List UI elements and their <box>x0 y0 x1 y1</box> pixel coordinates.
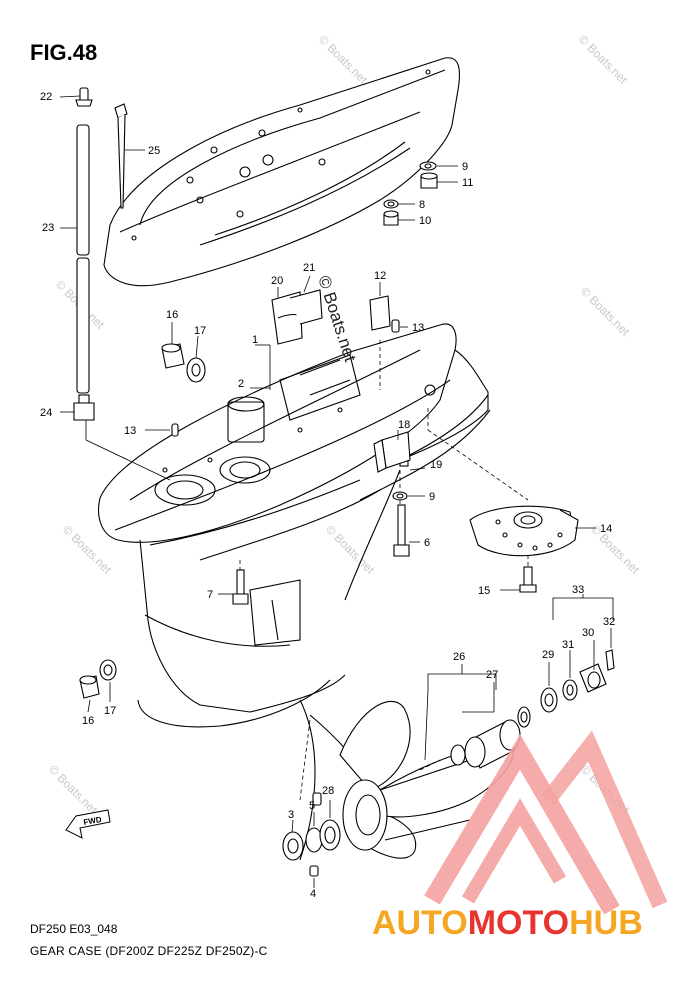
cavitation-plate <box>149 394 491 546</box>
brand-part-moto: MOTO <box>468 904 569 942</box>
figure-caption: GEAR CASE (DF200Z DF225Z DF250Z)-C <box>30 944 268 958</box>
callout-17b: 17 <box>104 705 116 717</box>
callout-21: 21 <box>303 262 315 274</box>
callout-6: 6 <box>424 537 430 549</box>
plug-and-gasket-lower <box>79 659 117 699</box>
watermark-text: © Boats.net <box>46 762 101 817</box>
gear-case-body <box>98 323 489 861</box>
callout-28: 28 <box>322 785 334 797</box>
callout-16b: 16 <box>82 715 94 727</box>
brand-part-auto: AUTO <box>372 904 468 942</box>
leader-lines <box>59 95 614 888</box>
prop-nut-washers <box>517 649 615 728</box>
callout-3: 3 <box>288 809 294 821</box>
brand-text: AUTOMOTOHUB <box>372 904 643 942</box>
callout-18: 18 <box>398 419 410 431</box>
callout-11: 11 <box>462 177 473 189</box>
callout-13: 13 <box>412 322 424 334</box>
anode-cover-plate <box>103 57 461 287</box>
watermark-text: © Boats.net <box>316 32 371 87</box>
bracket-18 <box>373 431 411 473</box>
callout-8: 8 <box>419 199 425 211</box>
forward-label: FWD <box>83 815 103 827</box>
callout-25: 25 <box>148 145 160 157</box>
callout-9: 9 <box>462 161 468 173</box>
propeller <box>339 700 514 859</box>
figure-title: FIG.48 <box>30 40 98 65</box>
callout-12: 12 <box>374 270 386 282</box>
callout-29: 29 <box>542 649 554 661</box>
callout-27: 27 <box>486 669 498 681</box>
brand-logo: AUTOMOTOHUB <box>372 730 668 942</box>
callout-20: 20 <box>271 275 283 287</box>
upper-small-parts <box>171 289 400 437</box>
forward-direction-marker: FWD <box>65 809 111 839</box>
callout-17: 17 <box>194 325 206 337</box>
watermark-text: © Boats.net <box>578 284 633 339</box>
propeller-bushing <box>450 719 521 769</box>
callout-16: 16 <box>166 309 178 321</box>
callout-7: 7 <box>207 589 213 601</box>
callout-30: 30 <box>582 627 594 639</box>
anode-bolt <box>519 566 537 593</box>
watermark-text: © Boats.net <box>588 522 643 577</box>
callout-19: 19 <box>430 459 442 471</box>
trim-tab-anode <box>469 505 579 557</box>
callout-9b: 9 <box>429 491 435 503</box>
callout-22: 22 <box>40 91 52 103</box>
water-pipe <box>73 87 95 421</box>
callout-15: 15 <box>478 585 490 597</box>
nuts-and-washers-upper <box>383 161 438 226</box>
cable-tie <box>114 103 128 209</box>
gearcase-bolt-7 <box>232 569 249 605</box>
thrust-washer-parts <box>282 792 341 877</box>
plug-and-gasket-upper <box>161 343 206 383</box>
callout-13b: 13 <box>124 425 136 437</box>
callout-26: 26 <box>453 651 465 663</box>
callout-33: 33 <box>572 584 584 596</box>
callout-14: 14 <box>600 523 612 535</box>
callout-32: 32 <box>603 616 615 628</box>
brand-part-hub: HUB <box>569 904 643 942</box>
gearcase-bolt-6 <box>393 504 410 557</box>
callout-1: 1 <box>252 334 258 346</box>
watermark-text: © Boats.net <box>323 522 378 577</box>
callout-23: 23 <box>42 222 54 234</box>
callout-labels: 1 2 3 4 5 6 7 8 9 9 10 11 12 13 13 14 15… <box>40 91 615 900</box>
callout-10: 10 <box>419 215 431 227</box>
callout-5: 5 <box>309 800 315 812</box>
watermark-text: © Boats.net <box>576 32 631 87</box>
callout-2: 2 <box>238 378 244 390</box>
dashed-guides <box>239 340 529 801</box>
callout-4: 4 <box>310 888 316 900</box>
callout-24: 24 <box>40 407 52 419</box>
callout-31: 31 <box>562 639 574 651</box>
figure-code: DF250 E03_048 <box>30 922 118 936</box>
